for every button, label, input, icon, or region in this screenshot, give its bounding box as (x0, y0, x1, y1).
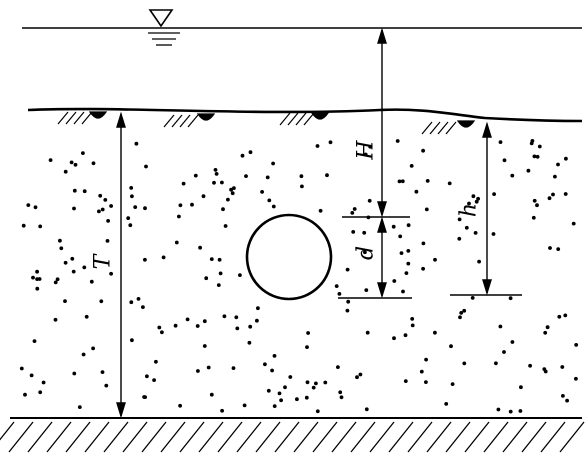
ground-symbol-icon (57, 111, 108, 125)
pipe-circle (245, 213, 333, 301)
dimension-T (116, 111, 126, 419)
label-T: T (91, 252, 116, 269)
ground-symbol-icon (279, 112, 330, 126)
dimension-h (482, 121, 492, 296)
label-H: H (354, 140, 379, 161)
ground-surface-line (27, 107, 583, 123)
ground-symbol-icon (421, 120, 476, 135)
label-h: h (457, 203, 482, 217)
dimension-H (377, 27, 387, 218)
ground-symbol-icon (163, 113, 216, 128)
base-hatch (0, 421, 585, 453)
soil-stipple (19, 139, 579, 414)
water-level-icon (148, 9, 180, 46)
label-d: d (354, 246, 379, 260)
dimension-d (377, 216, 387, 299)
